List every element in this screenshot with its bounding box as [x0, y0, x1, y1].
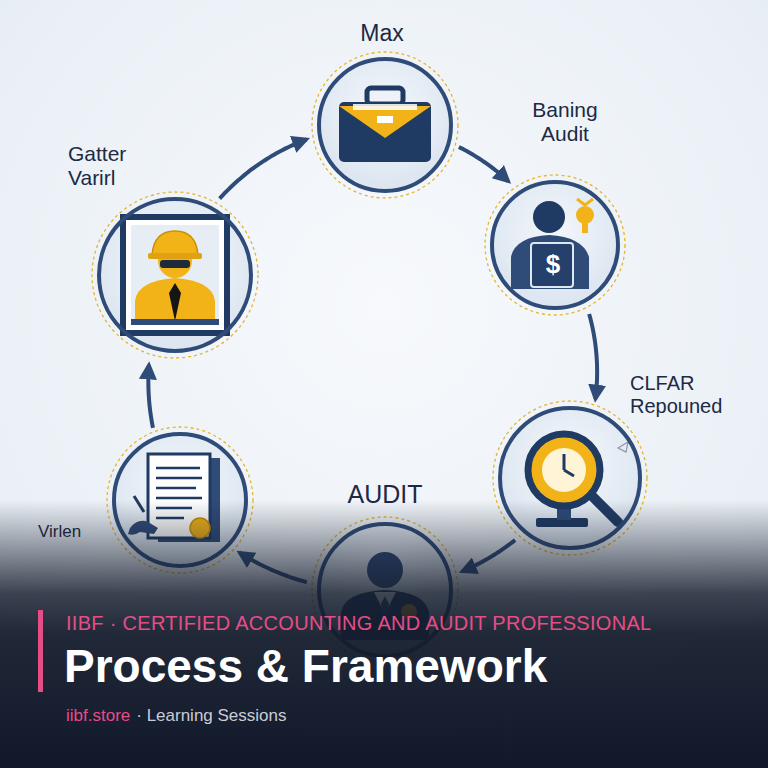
briefcase-icon [339, 88, 431, 162]
icon-part [339, 106, 431, 138]
icon-part [148, 253, 202, 259]
circle-border [492, 182, 618, 308]
node-label: Gatter Varirl [68, 142, 126, 190]
course-tagline: IIBF · CERTIFIED ACCOUNTING AND AUDIT PR… [66, 612, 651, 635]
icon-part [131, 225, 219, 325]
icon-part [123, 217, 227, 333]
shade-band [0, 500, 768, 768]
icon-part [531, 243, 573, 287]
circle-border [114, 434, 246, 566]
currency-sign: $ [546, 250, 560, 280]
circle-outline [317, 57, 453, 193]
icon-part [564, 470, 574, 476]
circle-border [99, 199, 251, 351]
cycle-arrow [459, 147, 509, 181]
cycle-arrow [589, 314, 597, 399]
circle-border [500, 408, 640, 548]
cycle-arrow [148, 365, 153, 428]
icon-part [542, 448, 586, 492]
dotted-ring [107, 427, 253, 573]
icon-part [576, 206, 594, 224]
icon-part [156, 467, 200, 470]
icon-part [99, 199, 251, 351]
icon-part [135, 278, 215, 325]
process-circle: Baning Audit [490, 180, 620, 310]
icon-part [160, 260, 190, 268]
icon-part [563, 454, 566, 470]
process-circle: Gatter Varirl [97, 197, 253, 353]
icon-part [577, 199, 593, 205]
page-title: Process & Framework [64, 640, 547, 693]
icon-part [169, 283, 181, 321]
icon-part [131, 319, 219, 325]
icon-part [156, 487, 196, 490]
site-name: iibf.store [66, 706, 130, 726]
process-circle: Max [317, 57, 453, 193]
icon-part [582, 223, 588, 233]
icon-part [528, 434, 600, 506]
icon-part [353, 104, 417, 110]
node-label: Max [360, 20, 403, 46]
icon-part [156, 497, 202, 500]
worker-portrait-icon [123, 217, 227, 333]
node-label: CLFAR Repouned [630, 372, 722, 418]
icon-part [156, 477, 202, 480]
icon-part [377, 116, 393, 123]
dotted-ring [493, 401, 647, 555]
dotted-ring [92, 192, 258, 358]
icon-part [533, 201, 565, 233]
cycle-arrow [220, 139, 307, 198]
icon-part [492, 182, 618, 308]
icon-part [367, 88, 403, 104]
circle-border [319, 59, 451, 191]
session-label: · Learning Sessions [136, 706, 286, 726]
dotted-ring [485, 175, 625, 315]
accent-bar [38, 610, 43, 692]
icon-part [152, 231, 198, 255]
circle-outline [490, 180, 620, 310]
icon-part [319, 59, 451, 191]
banker-icon [511, 199, 594, 289]
node-label: Baning Audit [532, 98, 597, 146]
icon-part [618, 442, 628, 452]
icon-part [339, 102, 431, 162]
dotted-ring [312, 52, 458, 198]
circle-outline [97, 197, 253, 353]
circle-border [319, 524, 451, 656]
icon-part [511, 235, 589, 289]
